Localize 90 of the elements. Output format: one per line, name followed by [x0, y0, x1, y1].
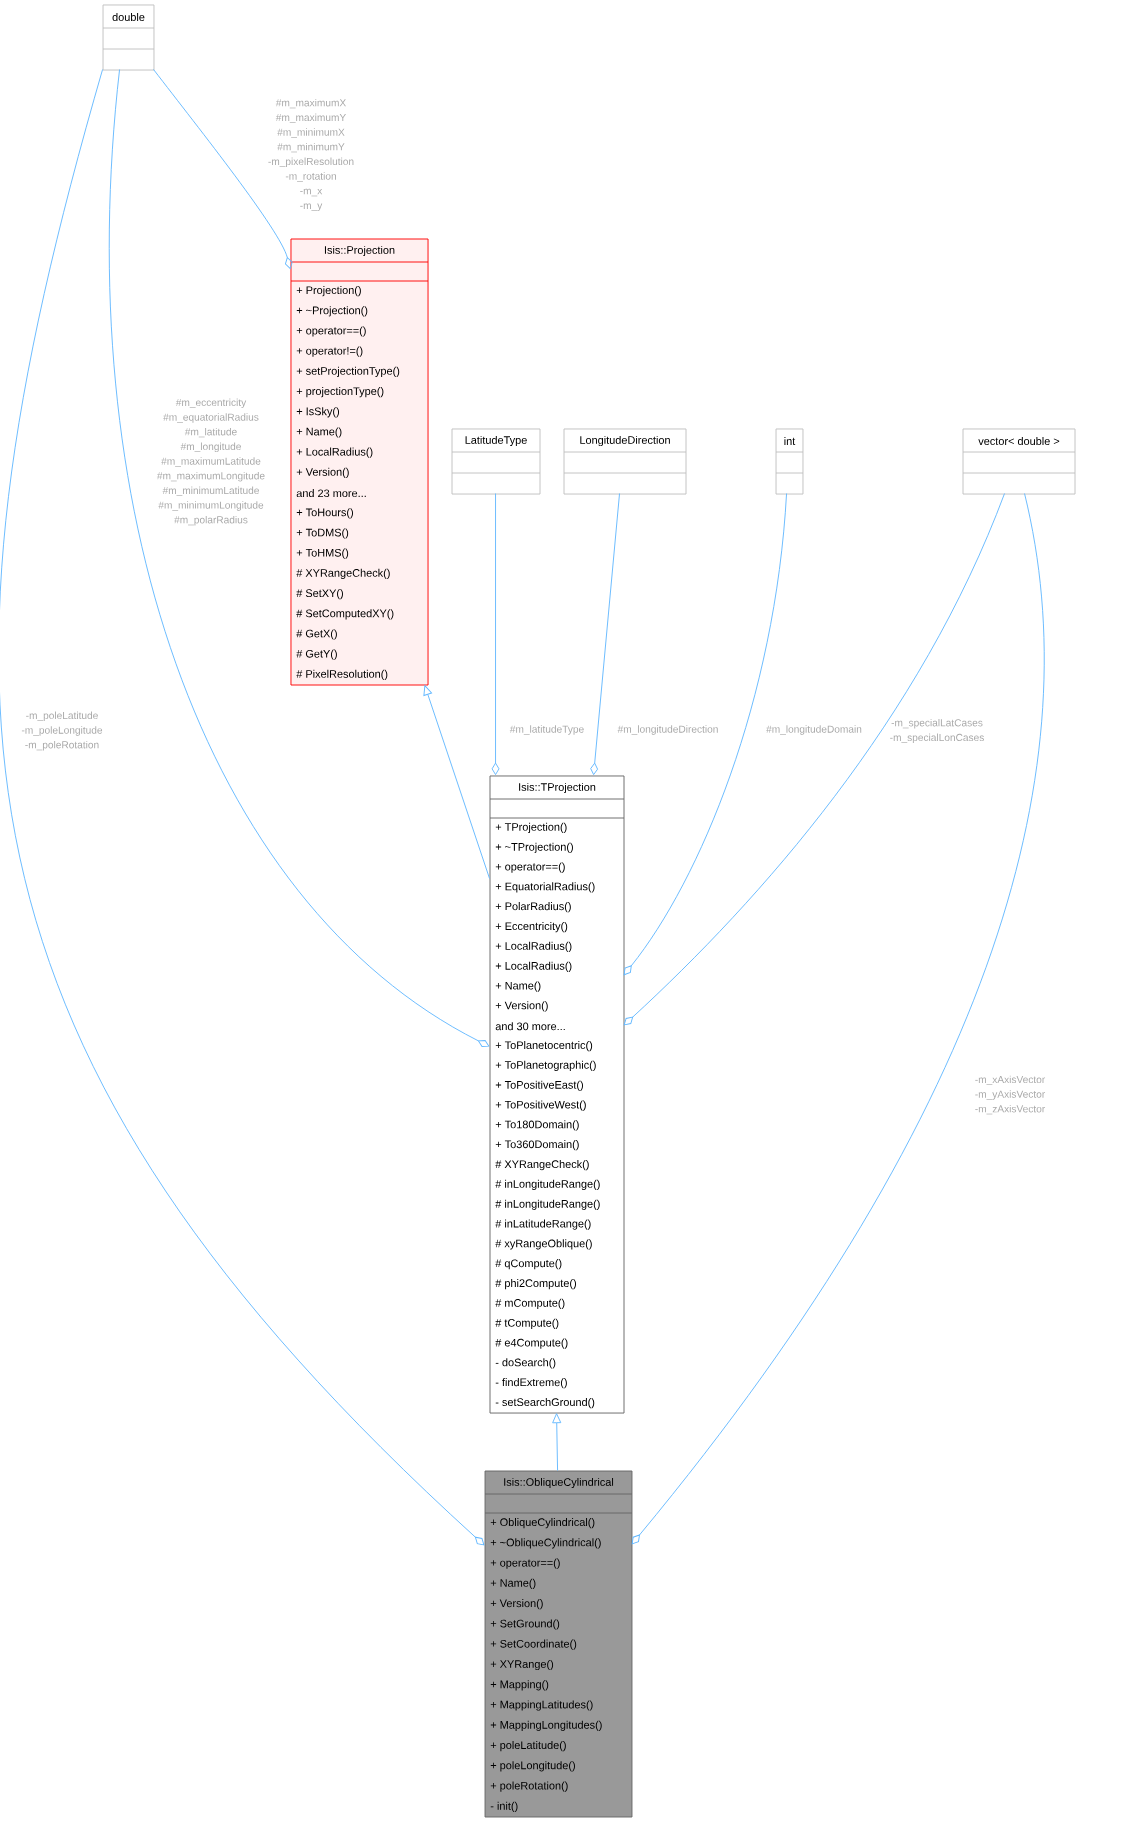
member-name: + Name(): [490, 1578, 536, 1589]
member-name: + operator!=(): [296, 346, 363, 357]
member-name: + To180Domain(): [495, 1120, 579, 1131]
arrow: [623, 493, 788, 976]
member-name: + IsSky(): [296, 407, 339, 418]
class-name: Isis::TProjection: [519, 782, 596, 794]
member-name: # mCompute(): [495, 1298, 565, 1309]
member-name: # GetY(): [296, 649, 337, 660]
edge-label: #m_latitudeType: [509, 725, 584, 735]
member-name: and 23 more...: [296, 489, 366, 498]
member-name: + ToPositiveEast(): [495, 1080, 583, 1091]
member-name: + ToPositiveWest(): [495, 1100, 586, 1111]
class-name: Isis::Projection: [324, 245, 395, 257]
member-name: # SetXY(): [296, 589, 343, 600]
member-name: - doSearch(): [495, 1358, 556, 1369]
member-name: + Projection(): [296, 286, 361, 297]
member-name: + poleRotation(): [490, 1781, 568, 1792]
arrow: [109, 69, 490, 1048]
member-name: + Version(): [495, 1001, 548, 1012]
arrow: [623, 493, 1005, 1026]
member-name: + MappingLongitudes(): [490, 1720, 602, 1731]
member-name: # inLongitudeRange(): [495, 1179, 600, 1190]
member-name: + To360Domain(): [495, 1140, 579, 1151]
edge-label: -m_poleLatitude -m_poleLongitude -m_poleRotation: [21, 711, 103, 751]
arrow: [153, 69, 293, 270]
member-name: + ~TProjection(): [495, 842, 573, 853]
class-name: double: [112, 13, 145, 21]
member-name: # GetX(): [296, 629, 337, 640]
class-name: LongitudeDirection: [580, 435, 670, 447]
member-name: # inLatitudeRange(): [495, 1219, 591, 1230]
member-name: # SetComputedXY(): [296, 609, 394, 620]
class-name: int: [784, 437, 796, 445]
member-name: # PixelResolution(): [296, 669, 388, 680]
member-name: and 30 more...: [495, 1022, 565, 1031]
member-name: + operator==(): [490, 1558, 560, 1569]
member-name: # e4Compute(): [495, 1338, 568, 1349]
member-name: + Name(): [495, 981, 541, 992]
member-name: + ~Projection(): [296, 306, 368, 317]
member-name: + setProjectionType(): [296, 366, 400, 377]
member-name: + operator==(): [296, 326, 366, 337]
member-name: + PolarRadius(): [495, 902, 571, 913]
member-name: + Version(): [296, 467, 349, 478]
member-name: - setSearchGround(): [495, 1398, 595, 1409]
member-name: + Name(): [296, 427, 342, 438]
edge-label: #m_maximumX #m_maximumY #m_minimumX #m_minimumY -m_pixelResolution -m_rotation -m_x -m_y: [268, 98, 354, 212]
edge-label: #m_longitudeDirection: [617, 725, 718, 735]
member-name: - init(): [490, 1801, 518, 1812]
class-name: LatitudeType: [465, 435, 527, 447]
member-name: + TProjection(): [495, 822, 567, 833]
class-name: vector< double >: [978, 437, 1060, 445]
member-name: + XYRange(): [490, 1659, 554, 1671]
member-name: # tCompute(): [495, 1318, 559, 1329]
edge-label: -m_specialLatCases -m_specialLonCases: [890, 718, 984, 744]
arrow: [0, 69, 485, 1546]
arrow: [631, 493, 1045, 1545]
arrow: [491, 493, 500, 776]
member-name: + LocalRadius(): [495, 961, 572, 972]
member-name: + ToHMS(): [296, 548, 349, 559]
member-name: + Version(): [490, 1599, 543, 1610]
member-name: + ObliqueCylindrical(): [490, 1518, 595, 1529]
member-name: # phi2Compute(): [495, 1279, 576, 1290]
class-name: Isis::ObliqueCylindrical: [504, 1477, 614, 1489]
member-name: + LocalRadius(): [495, 941, 572, 952]
member-name: + ToPlanetographic(): [495, 1060, 596, 1071]
arrow: [423, 685, 490, 879]
arrow: [590, 493, 620, 776]
member-name: + projectionType(): [296, 387, 384, 398]
member-name: # qCompute(): [495, 1259, 562, 1270]
member-name: + poleLongitude(): [490, 1761, 575, 1772]
member-name: # XYRangeCheck(): [495, 1160, 589, 1171]
member-name: + ToHours(): [296, 508, 353, 519]
arrow: [552, 1413, 562, 1471]
member-name: + ToDMS(): [296, 528, 349, 539]
member-name: + Eccentricity(): [495, 922, 568, 933]
member-name: + operator==(): [495, 862, 565, 873]
edge-label: -m_xAxisVector -m_yAxisVector -m_zAxisVector: [975, 1075, 1045, 1115]
edge-label: #m_longitudeDomain: [766, 725, 862, 735]
member-name: + MappingLatitudes(): [490, 1700, 593, 1711]
member-name: - findExtreme(): [495, 1378, 567, 1389]
member-name: # xyRangeOblique(): [495, 1239, 592, 1250]
member-name: + LocalRadius(): [296, 447, 373, 458]
member-name: + EquatorialRadius(): [495, 882, 595, 893]
member-name: # inLongitudeRange(): [495, 1199, 600, 1210]
member-name: + poleLatitude(): [490, 1741, 566, 1752]
member-name: # XYRangeCheck(): [296, 568, 390, 579]
member-name: + Mapping(): [490, 1680, 549, 1691]
member-name: + ~ObliqueCylindrical(): [490, 1538, 601, 1549]
member-name: + ToPlanetocentric(): [495, 1041, 593, 1052]
member-name: + SetCoordinate(): [490, 1639, 577, 1650]
member-name: + SetGround(): [490, 1619, 560, 1630]
